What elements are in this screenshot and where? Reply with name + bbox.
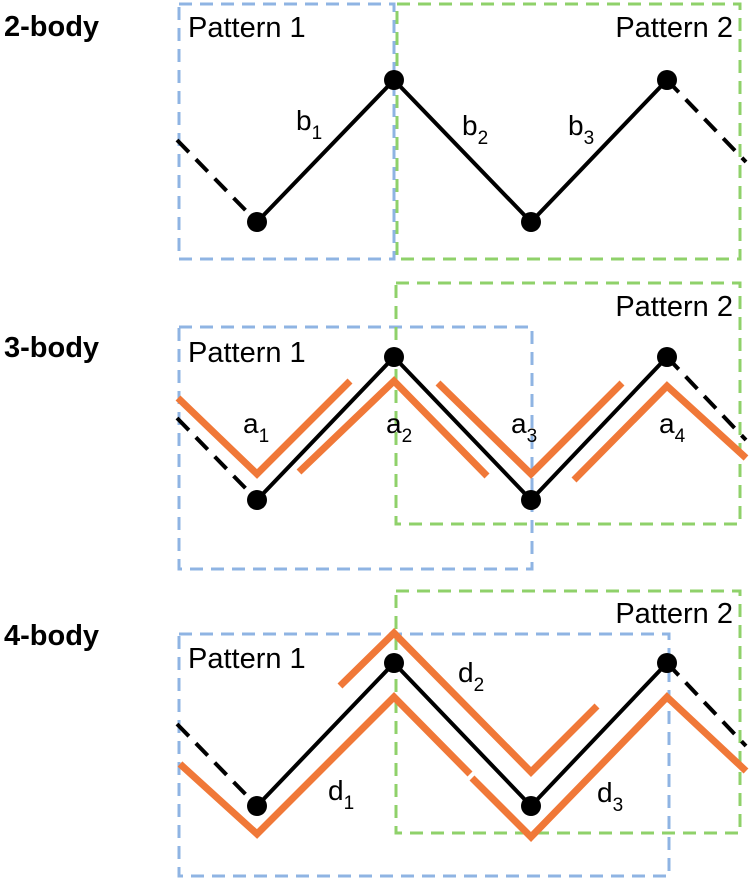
- chain-node: [657, 347, 677, 367]
- chain-node: [521, 796, 541, 816]
- pattern1-label: Pattern 1: [188, 12, 306, 44]
- pattern1-box: [177, 2, 396, 261]
- angle-highlight-a4: [571, 381, 749, 483]
- bond-label-d3: d3: [597, 777, 623, 816]
- dihedral-highlight-d1: [177, 692, 473, 839]
- pattern1-label: Pattern 1: [188, 643, 306, 675]
- pattern1-box: [177, 325, 534, 571]
- chain-dashed-left: [175, 138, 259, 224]
- bond-label-a2: a2: [386, 408, 412, 447]
- chain-dashed-right: [665, 355, 748, 442]
- bond-label-b1: b1: [296, 105, 322, 144]
- bond-label-a1: a1: [243, 408, 269, 447]
- angle-highlight-a1: [175, 378, 353, 479]
- pattern2-label: Pattern 2: [615, 598, 733, 630]
- bond-label-b3: b3: [568, 110, 594, 149]
- row-3-body: 3-body Pattern 1 Pattern 2 a1 a2 a3 a4: [4, 281, 749, 571]
- pattern2-label: Pattern 2: [615, 291, 733, 323]
- bond-label-d2: d2: [458, 657, 484, 696]
- bond-label-a3: a3: [511, 408, 537, 447]
- chain-solid: [255, 354, 669, 503]
- row-label: 4-body: [4, 620, 99, 652]
- chain-node: [247, 490, 267, 510]
- chain-node: [521, 212, 541, 232]
- row-label: 2-body: [4, 11, 99, 43]
- chain-dashed-right: [665, 78, 748, 164]
- chain-node: [521, 490, 541, 510]
- row-2-body: 2-body Pattern 1 Pattern 2 b1 b2 b3: [4, 2, 748, 261]
- bond-label-a4: a4: [659, 408, 686, 447]
- chain-node: [657, 653, 677, 673]
- chain-solid: [255, 77, 669, 225]
- angle-highlight-a2: [296, 376, 490, 479]
- bond-label-b2: b2: [462, 110, 488, 149]
- pattern2-box: [394, 281, 742, 526]
- chain-dashed-left: [175, 722, 259, 808]
- pattern2-box: [395, 2, 742, 261]
- chain-dashed-left: [175, 416, 259, 502]
- chain-node: [247, 796, 267, 816]
- chain-node: [384, 653, 404, 673]
- pattern1-box: [177, 632, 671, 878]
- row-label: 3-body: [4, 332, 99, 364]
- bond-label-d1: d1: [328, 775, 354, 814]
- angle-highlight-a3: [435, 380, 625, 479]
- pattern2-label: Pattern 2: [615, 12, 733, 44]
- pattern1-label: Pattern 1: [188, 337, 306, 369]
- row-4-body: 4-body Pattern 1 Pattern 2 d1 d2 d3: [4, 589, 749, 878]
- pattern2-box: [394, 589, 742, 835]
- chain-dashed-right: [665, 661, 748, 748]
- chain-solid: [255, 660, 669, 809]
- dihedral-highlight-d2: [337, 628, 600, 777]
- chain-node: [247, 212, 267, 232]
- chain-node: [384, 70, 404, 90]
- chain-node: [384, 347, 404, 367]
- chain-node: [657, 70, 677, 90]
- dihedral-highlight-d3: [469, 692, 749, 842]
